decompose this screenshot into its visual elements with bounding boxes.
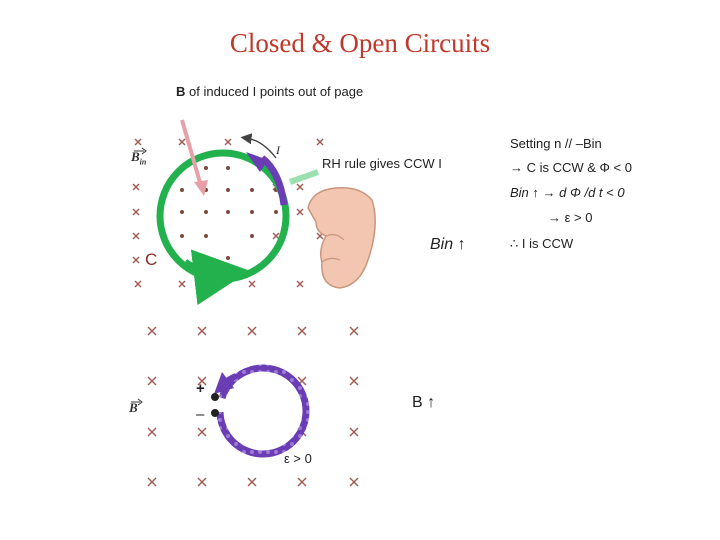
current-label: I bbox=[276, 143, 280, 157]
field-dot-mark bbox=[204, 234, 208, 238]
field-dot-mark bbox=[180, 234, 184, 238]
field-dot-mark bbox=[226, 188, 230, 192]
field-cross-mark bbox=[197, 427, 207, 437]
reason-line-2: Bin ↑ → d Φ /d t < 0 bbox=[510, 185, 625, 200]
field-cross-mark bbox=[134, 280, 142, 288]
field-cross-mark bbox=[297, 326, 307, 336]
field-cross-mark bbox=[197, 477, 207, 487]
field-cross-mark bbox=[178, 138, 186, 146]
field-cross-mark bbox=[349, 477, 359, 487]
plus-label: + bbox=[196, 380, 205, 397]
slide-title: Closed & Open Circuits bbox=[229, 28, 491, 58]
field-cross-mark bbox=[297, 477, 307, 487]
reason-line-4: ∴ I is CCW bbox=[510, 236, 574, 251]
purple-open-loop bbox=[211, 364, 310, 458]
field-cross-mark bbox=[272, 232, 280, 240]
hand-illustration bbox=[307, 187, 376, 289]
b-up-label: B ↑ bbox=[412, 394, 436, 411]
field-cross-mark bbox=[147, 376, 157, 386]
field-dot-mark bbox=[180, 188, 184, 192]
field-cross-mark bbox=[349, 427, 359, 437]
b-in-vector-label: Bin bbox=[131, 149, 147, 167]
rh-rule-label: RH rule gives CCW I bbox=[322, 156, 442, 171]
field-dot-mark bbox=[274, 210, 278, 214]
field-cross-mark bbox=[248, 280, 256, 288]
field-cross-mark bbox=[296, 183, 304, 191]
field-dot-mark bbox=[226, 256, 230, 260]
field-cross-mark bbox=[349, 326, 359, 336]
field-cross-mark bbox=[197, 376, 207, 386]
field-cross-mark bbox=[247, 326, 257, 336]
field-cross-mark bbox=[316, 138, 324, 146]
current-arrowhead bbox=[246, 152, 268, 172]
c-label: C bbox=[145, 250, 158, 269]
field-cross-mark bbox=[147, 427, 157, 437]
field-cross-mark bbox=[247, 477, 257, 487]
circulation-arrow bbox=[240, 133, 277, 159]
field-dot-mark bbox=[180, 210, 184, 214]
emf-label: ε > 0 bbox=[284, 451, 312, 466]
minus-terminal bbox=[211, 409, 219, 417]
field-cross-mark bbox=[132, 256, 140, 264]
field-cross-mark bbox=[296, 208, 304, 216]
field-cross-mark bbox=[132, 232, 140, 240]
rh-rule-arrow bbox=[288, 169, 320, 185]
field-cross-mark bbox=[349, 376, 359, 386]
field-cross-mark bbox=[132, 208, 140, 216]
lower-cross-grid bbox=[147, 326, 359, 487]
field-dot-mark bbox=[226, 166, 230, 170]
field-dot-mark bbox=[226, 210, 230, 214]
field-cross-mark bbox=[197, 326, 207, 336]
field-cross-mark bbox=[132, 183, 140, 191]
reason-line-1: → C is CCW & Φ < 0 bbox=[510, 160, 632, 175]
pink-field-arrow bbox=[180, 119, 203, 187]
setting-text: Setting n // –Bin bbox=[510, 136, 602, 151]
field-cross-mark bbox=[147, 477, 157, 487]
plus-terminal bbox=[211, 393, 219, 401]
field-dot-mark bbox=[204, 166, 208, 170]
field-cross-mark bbox=[296, 280, 304, 288]
b-in-up-label: Bin ↑ bbox=[430, 236, 466, 253]
field-cross-mark bbox=[147, 326, 157, 336]
green-loop bbox=[156, 149, 290, 306]
upper-dot-grid bbox=[180, 166, 278, 260]
field-dot-mark bbox=[250, 234, 254, 238]
field-dot-mark bbox=[250, 188, 254, 192]
field-dot-mark bbox=[250, 210, 254, 214]
induced-b-note: B of induced I points out of page bbox=[176, 84, 364, 99]
field-dot-mark bbox=[204, 210, 208, 214]
minus-label: – bbox=[196, 406, 205, 423]
field-cross-mark bbox=[178, 280, 186, 288]
field-cross-mark bbox=[134, 138, 142, 146]
field-cross-mark bbox=[224, 138, 232, 146]
b-vector-label: B bbox=[129, 400, 138, 415]
reason-line-3: → ε > 0 bbox=[548, 210, 593, 225]
